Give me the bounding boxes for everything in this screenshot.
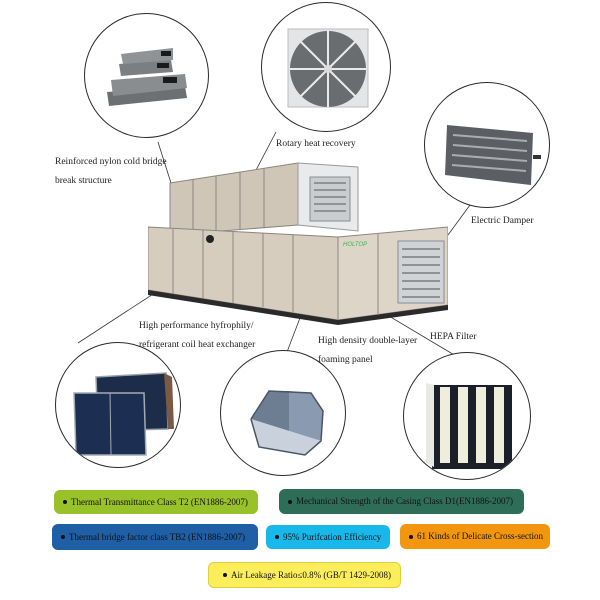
bullet-icon bbox=[409, 534, 413, 539]
rotary-label: Rotary heat recovery bbox=[276, 139, 356, 149]
bullet-icon bbox=[63, 500, 67, 504]
filter-icon bbox=[426, 383, 512, 469]
coil-icon bbox=[73, 372, 174, 456]
badge-thermal-bridge: Thermal bridge factor class TB2 (EN1886-… bbox=[52, 524, 258, 550]
nylon-profile-callout bbox=[84, 13, 209, 138]
badge-mechanical-strength: Mechanical Strength of the Casing Class … bbox=[279, 489, 524, 514]
electric-damper-callout bbox=[424, 82, 550, 208]
foaming-panel-callout bbox=[220, 350, 346, 476]
hepa-label: HEPA Filter bbox=[430, 332, 477, 342]
panel-label: High density double-layer foaming panel bbox=[318, 336, 418, 365]
badge-air-leakage: Air Leakage Ratio≤0.8% (GB/T 1429-2008) bbox=[208, 562, 401, 588]
badge-cross-section: 61 Kinds of Delicate Cross-section bbox=[400, 524, 550, 549]
bullet-icon bbox=[275, 535, 279, 539]
rotary-heat-recovery-callout bbox=[261, 2, 391, 132]
coil-heat-exchanger-callout bbox=[55, 342, 181, 468]
extruded-profile-icon bbox=[107, 48, 187, 106]
panel-corner-icon bbox=[250, 390, 324, 456]
badge-purification: 95% Purifcation Efficiency bbox=[266, 525, 390, 549]
damper-icon bbox=[445, 125, 541, 185]
bullet-icon bbox=[223, 573, 227, 577]
bullet-icon bbox=[288, 499, 292, 504]
damper-label: Electric Damper bbox=[471, 216, 534, 226]
nylon-label: Reinforced nylon cold bridge break struc… bbox=[55, 157, 167, 186]
air-handling-unit-image: HOLTOP bbox=[147, 155, 449, 325]
badge-thermal-transmittance: Thermal Transmittance Class T2 (EN1886-2… bbox=[54, 490, 258, 514]
coil-label: High performance hyfrophily/ refrigerant… bbox=[139, 321, 256, 350]
hepa-filter-callout bbox=[403, 352, 531, 480]
brand-logo: HOLTOP bbox=[343, 242, 368, 248]
heat-wheel-icon bbox=[287, 28, 369, 108]
bullet-icon bbox=[61, 535, 65, 539]
